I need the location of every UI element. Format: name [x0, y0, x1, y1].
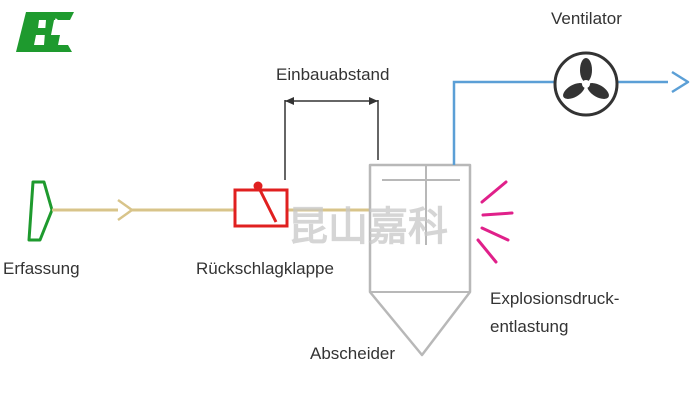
outlet-arrow: [671, 70, 690, 94]
ventilator-fan: [553, 51, 619, 117]
einbauabstand-dimension: [284, 97, 379, 180]
label-ventilator: Ventilator: [551, 9, 622, 28]
label-explosion-line1: Explosionsdruck-: [490, 289, 619, 308]
label-abscheider: Abscheider: [310, 344, 395, 363]
watermark-text: 昆山嘉科: [288, 204, 448, 250]
erfassung-hood: [27, 180, 54, 242]
fan-icon: [563, 58, 609, 99]
label-rueckschlagklappe: Rückschlagklappe: [196, 259, 334, 278]
label-explosion-line2: entlastung: [490, 317, 568, 336]
company-logo: [16, 12, 74, 52]
flow-arrow-1: [117, 198, 134, 222]
abscheider-separator: [368, 163, 472, 357]
label-einbauabstand: Einbauabstand: [276, 65, 389, 84]
explosion-relief-icon: [476, 180, 514, 264]
label-erfassung: Erfassung: [3, 259, 80, 278]
logo-icon: [16, 12, 72, 52]
logo-icon-part: [48, 12, 74, 20]
rueckschlagklappe-valve: [233, 181, 289, 228]
